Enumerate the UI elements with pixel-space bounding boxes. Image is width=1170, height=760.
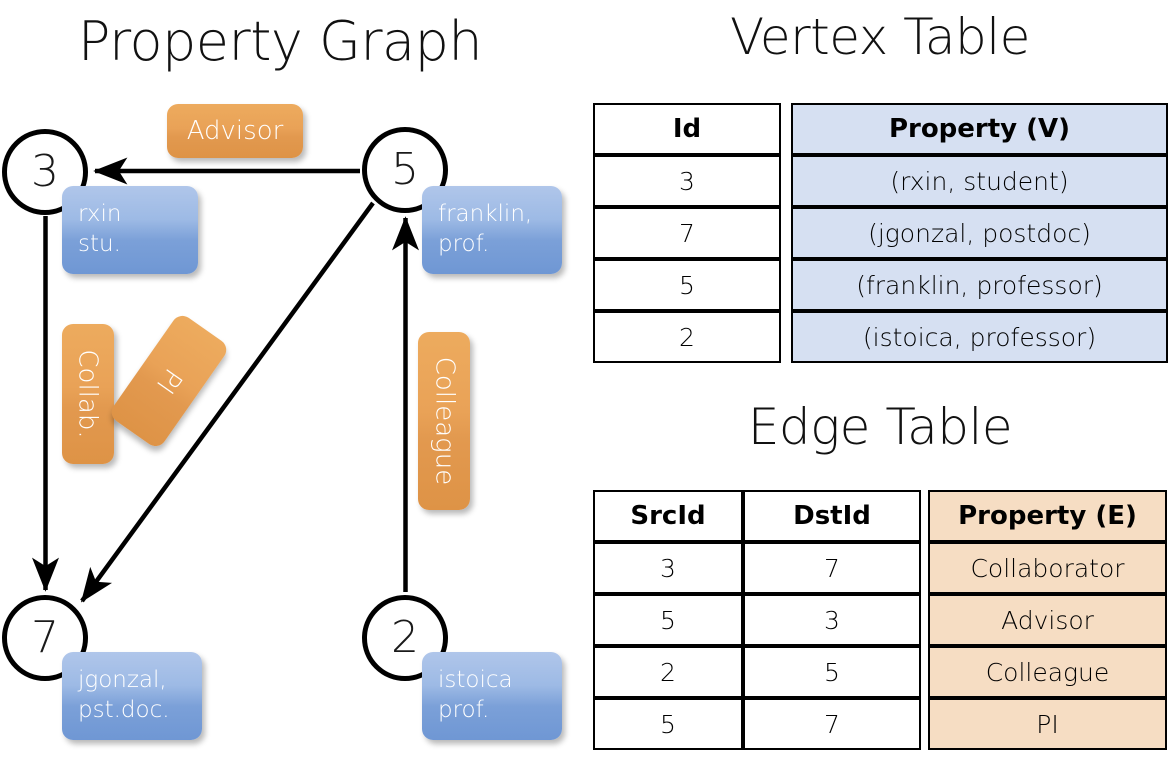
- vertex-table-header-property: Property (V): [791, 103, 1168, 155]
- vertex-row-0-id: 3: [593, 155, 781, 207]
- edge-label-colleague-text: Colleague: [429, 356, 460, 486]
- edge-row-2-dst: 5: [743, 646, 921, 698]
- edge-label-collab-text: Collab.: [73, 349, 103, 439]
- vertex-property-3-line1: rxin: [78, 201, 122, 227]
- table-row: 5 (franklin, professor): [593, 259, 1168, 311]
- table-row: 7 (jgonzal, postdoc): [593, 207, 1168, 259]
- edge-label-pi-text: PI: [150, 362, 188, 400]
- vertex-property-box-3: rxin stu.: [62, 186, 198, 274]
- page-title-property-graph: Property Graph: [77, 10, 483, 73]
- vertex-property-box-2: istoica prof.: [422, 652, 562, 740]
- vertex-table-header-id: Id: [593, 103, 781, 155]
- graph-node-2[interactable]: 2: [362, 595, 448, 681]
- graph-node-5[interactable]: 5: [362, 127, 448, 213]
- vertex-table-column-gap: [781, 103, 791, 155]
- vertex-row-0-property: (rxin, student): [791, 155, 1168, 207]
- vertex-row-3-id: 2: [593, 311, 781, 363]
- table-row: 3 7 Collaborator: [593, 542, 1167, 594]
- vertex-property-7-line2: pst.doc.: [78, 697, 170, 723]
- property-graph-diagram: 3 5 7 2 rxin stu. franklin, prof. jgonza…: [2, 104, 562, 740]
- edge-row-3-dst: 7: [743, 698, 921, 750]
- edge-table-header-srcid: SrcId: [593, 490, 743, 542]
- edge-label-colleague: Colleague: [418, 332, 470, 510]
- edge-row-0-property: Collaborator: [928, 542, 1167, 594]
- edge-row-0-dst: 7: [743, 542, 921, 594]
- edge-row-0-src: 3: [593, 542, 743, 594]
- edge-table-header-property: Property (E): [928, 490, 1167, 542]
- edge-label-advisor: Advisor: [167, 104, 303, 158]
- vertex-table: Id Property (V) 3 (rxin, student) 7 (jgo…: [593, 103, 1168, 363]
- table-row: 5 7 PI: [593, 698, 1167, 750]
- edge-row-2-src: 2: [593, 646, 743, 698]
- edge-label-collab: Collab.: [62, 324, 114, 464]
- edge-row-1-property: Advisor: [928, 594, 1167, 646]
- graph-edge-arrows: [32, 157, 419, 603]
- edge-arrow-pi: [80, 201, 375, 603]
- page-title-edge-table: Edge Table: [747, 398, 1013, 456]
- vertex-property-7-line1: jgonzal,: [78, 667, 167, 693]
- vertex-property-5-line1: franklin,: [438, 201, 533, 227]
- vertex-property-5-line2: prof.: [438, 231, 490, 257]
- vertex-row-3-property: (istoica, professor): [791, 311, 1168, 363]
- vertex-property-box-7: jgonzal, pst.doc.: [62, 652, 202, 740]
- edge-label-advisor-text: Advisor: [186, 116, 284, 146]
- table-header-row: Id Property (V): [593, 103, 1168, 155]
- graph-node-3-label: 3: [31, 146, 59, 197]
- graph-node-7-label: 7: [31, 612, 59, 663]
- vertex-property-2-line2: prof.: [438, 697, 490, 723]
- edge-row-3-property: PI: [928, 698, 1167, 750]
- edge-row-1-dst: 3: [743, 594, 921, 646]
- graph-node-5-label: 5: [391, 144, 419, 195]
- vertex-property-2-line1: istoica: [438, 667, 513, 693]
- vertex-row-2-property: (franklin, professor): [791, 259, 1168, 311]
- vertex-row-1-id: 7: [593, 207, 781, 259]
- edge-table-column-gap: [921, 490, 928, 542]
- vertex-property-3-line2: stu.: [78, 231, 121, 257]
- table-header-row: SrcId DstId Property (E): [593, 490, 1167, 542]
- table-row: 5 3 Advisor: [593, 594, 1167, 646]
- vertex-row-1-property: (jgonzal, postdoc): [791, 207, 1168, 259]
- edge-row-2-property: Colleague: [928, 646, 1167, 698]
- page-title-vertex-table: Vertex Table: [730, 8, 1030, 66]
- edge-row-3-src: 5: [593, 698, 743, 750]
- table-row: 2 5 Colleague: [593, 646, 1167, 698]
- graph-node-2-label: 2: [391, 612, 419, 663]
- table-row: 3 (rxin, student): [593, 155, 1168, 207]
- vertex-row-2-id: 5: [593, 259, 781, 311]
- vertex-property-box-5: franklin, prof.: [422, 186, 562, 274]
- edge-table: SrcId DstId Property (E) 3 7 Collaborato…: [593, 490, 1167, 750]
- table-row: 2 (istoica, professor): [593, 311, 1168, 363]
- edge-row-1-src: 5: [593, 594, 743, 646]
- edge-table-header-dstid: DstId: [743, 490, 921, 542]
